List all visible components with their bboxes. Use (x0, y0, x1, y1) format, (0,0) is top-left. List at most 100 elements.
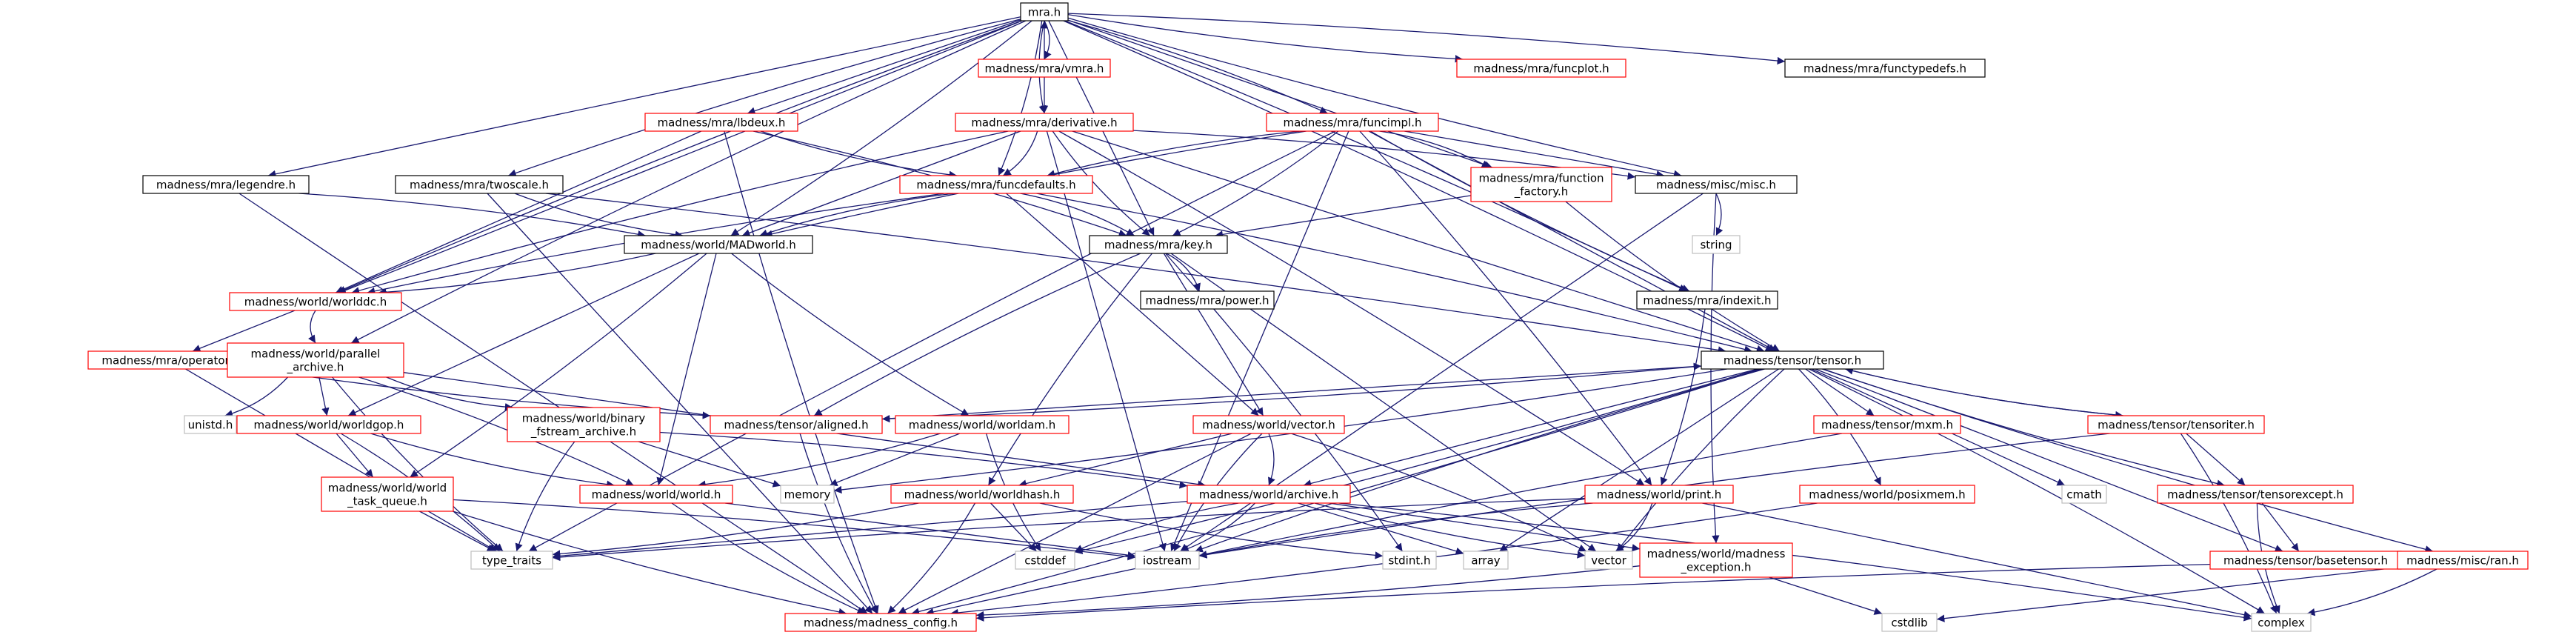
node-label-tensoriter: madness/tensor/tensoriter.h (2098, 419, 2255, 432)
node-box-function_factory (1470, 167, 1612, 202)
edge-worldhash-to-stdint (1039, 502, 1384, 559)
edge-madworld-to-worldam (731, 253, 970, 416)
node-funcdefaults[interactable]: madness/mra/funcdefaults.h (899, 175, 1093, 194)
node-label-worldhash: madness/world/worldhash.h (904, 488, 1061, 502)
edge-key-to-aligned (813, 253, 1141, 416)
node-label-vmra: madness/mra/vmra.h (985, 62, 1104, 76)
edge-tensor-to-cstddef (1074, 368, 1760, 554)
node-label-misc: madness/misc/misc.h (1656, 179, 1776, 192)
node-label-world_h: madness/world/world.h (592, 488, 721, 502)
node-functypedefs[interactable]: madness/mra/functypedefs.h (1784, 59, 1986, 78)
node-legendre[interactable]: madness/mra/legendre.h (142, 175, 310, 194)
edge-mra_h-to-lbdeux (747, 19, 1021, 115)
node-box-operator (87, 350, 253, 370)
node-posixmem[interactable]: madness/world/posixmem.h (1799, 485, 1975, 504)
edge-madworld-to-worldgop (347, 253, 700, 416)
edge-key-to-worldhash (987, 253, 1153, 486)
node-label-indexit: madness/mra/indexit.h (1643, 294, 1771, 307)
node-derivative[interactable]: madness/mra/derivative.h (955, 113, 1134, 132)
edge-mra_h-to-parallel_archive (350, 20, 1027, 344)
node-funcimpl[interactable]: madness/mra/funcimpl.h (1266, 113, 1439, 132)
node-label-tensor: madness/tensor/tensor.h (1724, 354, 1861, 368)
node-ran[interactable]: madness/misc/ran.h (2397, 551, 2529, 570)
node-worldhash[interactable]: madness/world/worldhash.h (890, 485, 1074, 504)
edge-funcdefaults-to-key (1020, 193, 1135, 236)
node-lbdeux[interactable]: madness/mra/lbdeux.h (644, 113, 798, 132)
edge-world_task_queue-to-type_traits (419, 511, 495, 552)
edge-tensor-to-ran (1821, 368, 2433, 553)
node-label-array: array (1471, 554, 1500, 568)
node-operator[interactable]: madness/mra/operator.h (87, 350, 253, 370)
node-label-tensorexcept: madness/tensor/tensorexcept.h (2167, 488, 2343, 502)
node-misc[interactable]: madness/misc/misc.h (1635, 175, 1798, 194)
edge-mra_h-to-funcplot (1067, 13, 1464, 63)
edge-lbdeux-to-madness_config (724, 130, 879, 614)
node-archive[interactable]: madness/world/archive.h (1187, 485, 1351, 504)
node-basetensor[interactable]: madness/tensor/basetensor.h (2209, 551, 2402, 570)
node-funcplot[interactable]: madness/mra/funcplot.h (1456, 59, 1626, 78)
edge-world_task_queue-to-iostream (453, 499, 1136, 561)
node-mxm[interactable]: madness/tensor/mxm.h (1813, 415, 1961, 434)
node-box-memory (780, 485, 835, 504)
node-box-worldam (895, 415, 1070, 434)
edge-lbdeux-to-worlddc (335, 130, 702, 293)
node-tensor[interactable]: madness/tensor/tensor.h (1701, 350, 1884, 370)
edge-ran-to-complex (2306, 568, 2437, 616)
node-worldam[interactable]: madness/world/worldam.h (895, 415, 1070, 434)
node-madworld[interactable]: madness/world/MADworld.h (624, 235, 813, 254)
node-key[interactable]: madness/mra/key.h (1089, 235, 1228, 254)
node-label-operator: madness/mra/operator.h (101, 354, 238, 368)
edge-ran-to-cstdlib (1936, 567, 2398, 622)
node-mra_h[interactable]: mra.h (1020, 2, 1069, 21)
node-vector_h[interactable]: madness/world/vector.h (1192, 415, 1345, 434)
node-aligned[interactable]: madness/tensor/aligned.h (710, 415, 883, 434)
node-power[interactable]: madness/mra/power.h (1140, 290, 1275, 310)
node-box-unistd (184, 415, 237, 434)
node-worldgop[interactable]: madness/world/worldgop.h (236, 415, 421, 434)
edge-madworld-to-world_h (656, 253, 717, 486)
node-box-string (1692, 235, 1741, 254)
edge-vector_h-to-madness_config (898, 433, 1252, 614)
edge-mra_h-to-legendre (267, 16, 1021, 178)
node-parallel_archive[interactable]: madness/world/parallel_archive.h (227, 342, 404, 378)
node-label-madness_exception: _exception.h (1680, 561, 1751, 575)
edge-tensor-to-mxm (1805, 368, 1875, 416)
edge-twoscale-to-madness_config (487, 193, 873, 614)
node-print[interactable]: madness/world/print.h (1584, 485, 1734, 504)
node-label-type_traits: type_traits (482, 554, 541, 568)
node-twoscale[interactable]: madness/mra/twoscale.h (395, 175, 564, 194)
node-tensoriter[interactable]: madness/tensor/tensoriter.h (2087, 415, 2265, 434)
node-madness_exception[interactable]: madness/world/madness_exception.h (1639, 542, 1793, 578)
node-world_h[interactable]: madness/world/world.h (579, 485, 733, 504)
node-label-binary_fstream: madness/world/binary (522, 412, 646, 425)
node-box-aligned (710, 415, 883, 434)
edge-worldhash-to-cstddef (990, 502, 1037, 552)
node-cmath: cmath (2061, 485, 2107, 504)
node-function_factory[interactable]: madness/mra/function_factory.h (1470, 167, 1612, 202)
node-label-power: madness/mra/power.h (1145, 294, 1269, 307)
node-world_task_queue[interactable]: madness/world/world_task_queue.h (321, 476, 454, 512)
node-binary_fstream[interactable]: madness/world/binary_fstream_archive.h (507, 407, 661, 442)
edge-mra_h-to-twoscale (508, 19, 1021, 177)
node-box-mxm (1813, 415, 1961, 434)
node-memory: memory (780, 485, 835, 504)
edge-derivative-to-funcdefaults (1002, 130, 1038, 176)
node-indexit[interactable]: madness/mra/indexit.h (1636, 290, 1778, 310)
node-label-basetensor: madness/tensor/basetensor.h (2223, 554, 2388, 568)
edge-worldam-to-world_h (698, 433, 941, 488)
edge-tensor-to-complex (1809, 368, 2265, 614)
node-box-tensoriter (2087, 415, 2265, 434)
edge-parallel_archive-to-type_traits (332, 376, 504, 552)
node-madness_config[interactable]: madness/madness_config.h (784, 613, 977, 632)
edge-tensoriter-to-tensorexcept (2186, 433, 2246, 486)
node-box-indexit (1636, 290, 1778, 310)
node-vmra[interactable]: madness/mra/vmra.h (978, 59, 1111, 78)
node-tensorexcept[interactable]: madness/tensor/tensorexcept.h (2157, 485, 2354, 504)
edge-binary_fstream-to-memory (638, 441, 781, 488)
node-box-misc (1635, 175, 1798, 194)
node-box-functypedefs (1784, 59, 1986, 78)
edge-function_factory-to-key (1215, 195, 1472, 239)
node-label-unistd: unistd.h (188, 419, 233, 432)
node-worlddc[interactable]: madness/world/worlddc.h (229, 292, 402, 311)
